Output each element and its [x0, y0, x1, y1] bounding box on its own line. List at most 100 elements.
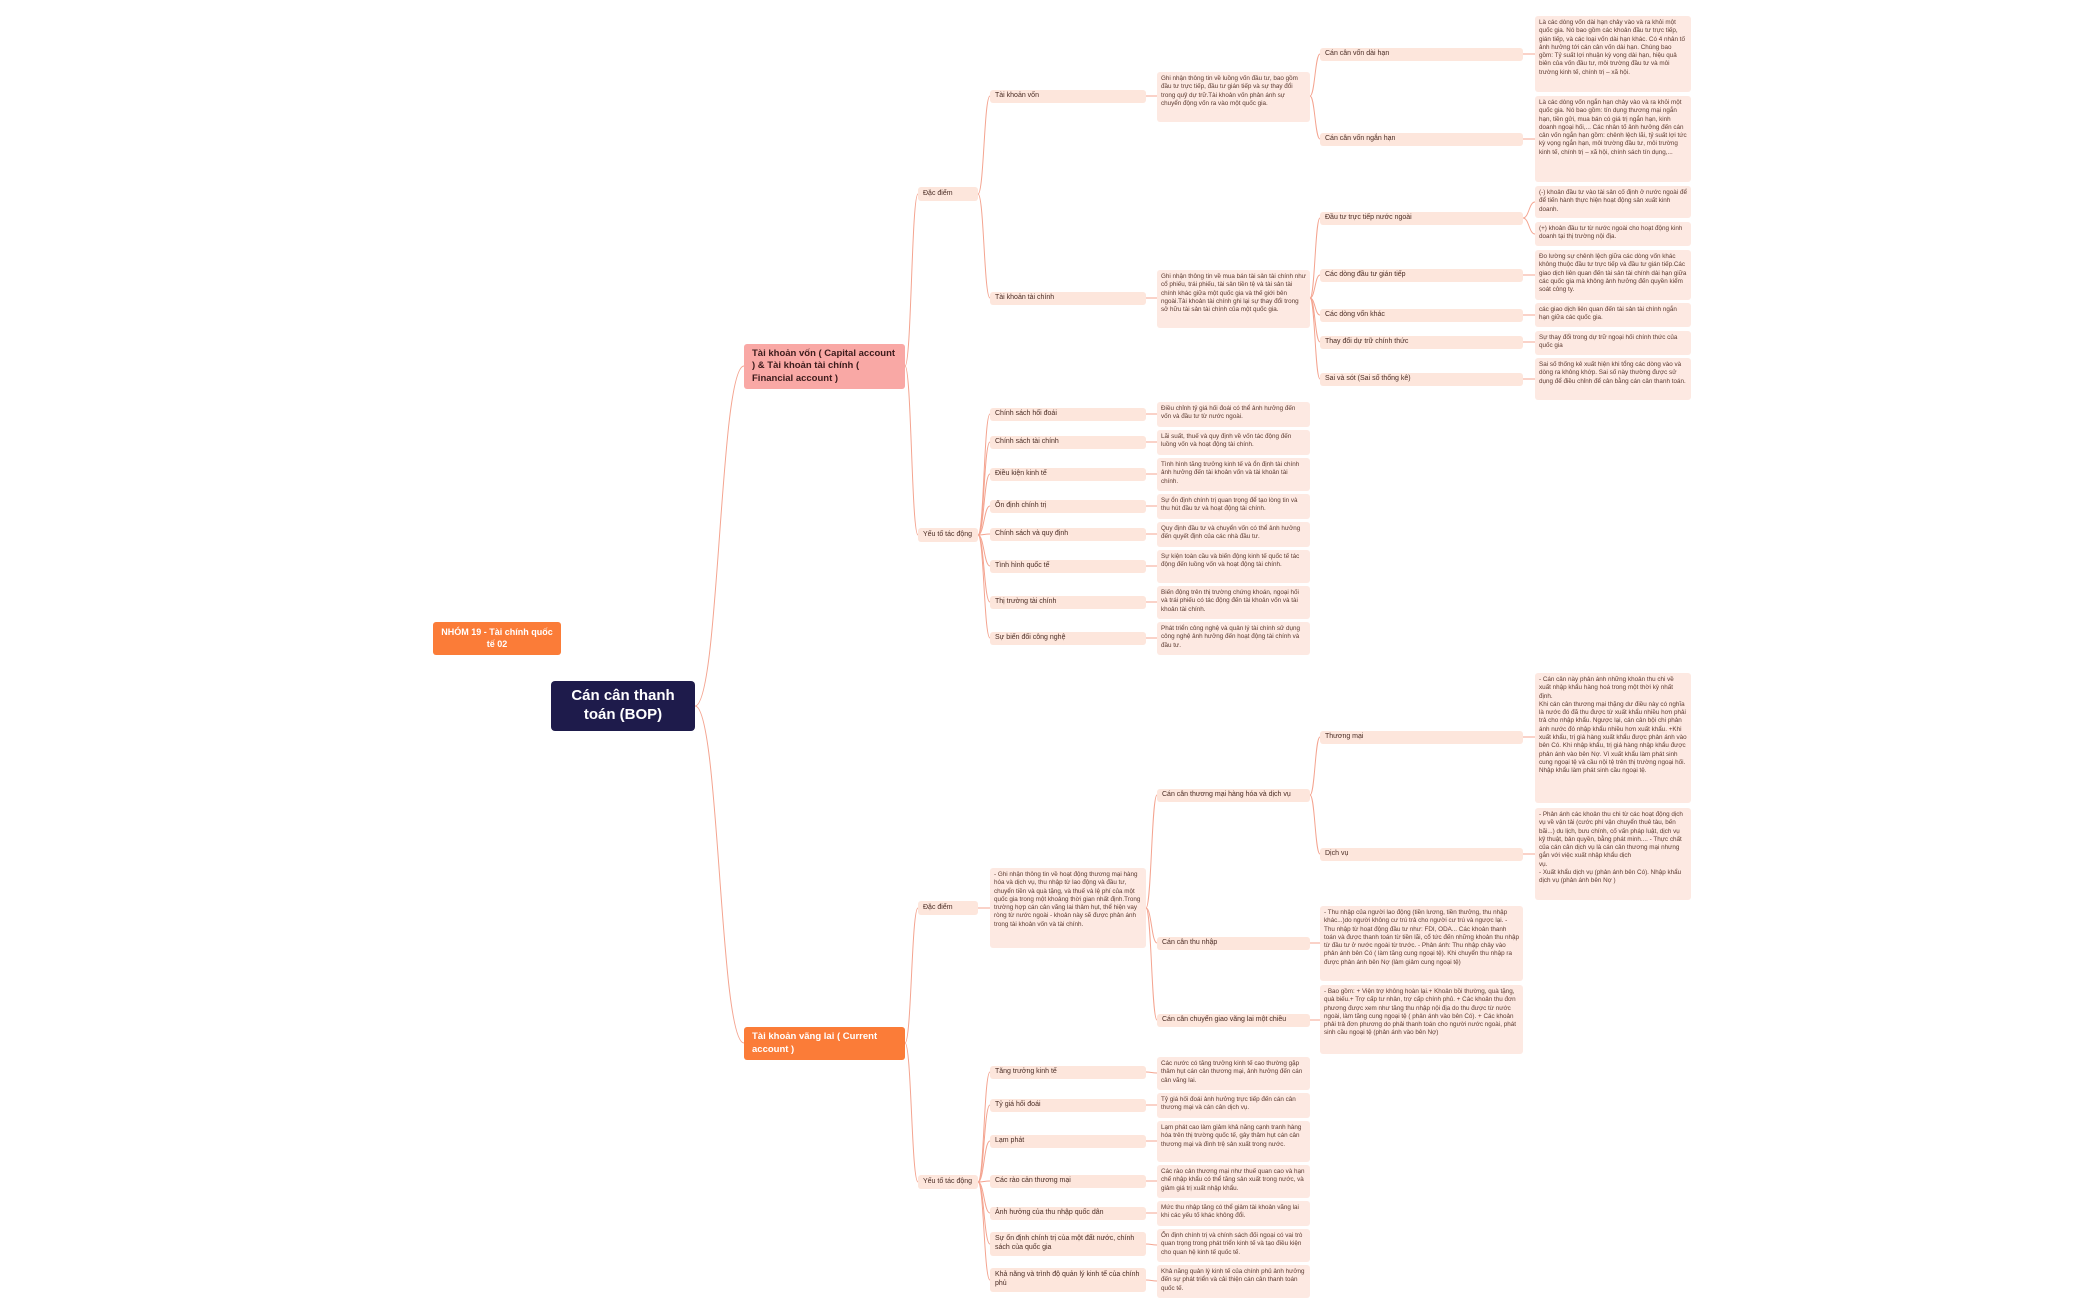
current-factor[interactable]: Lạm phát [990, 1135, 1146, 1148]
current-factor[interactable]: Sự ổn định chính trị của một đất nước, c… [990, 1232, 1146, 1256]
connector-line [977, 534, 991, 567]
connector-line [977, 193, 991, 299]
tk-von-node[interactable]: Tài khoản vốn [990, 90, 1146, 103]
connector-line [977, 1104, 991, 1183]
capital-factor-desc: Sự kiện toàn cầu và biến động kinh tế qu… [1157, 550, 1310, 583]
current-factor-desc: Ổn định chính trị và chính sách đối ngoạ… [1157, 1229, 1310, 1262]
current-factor-desc: Tỷ giá hối đoái ảnh hưởng trực tiếp đến … [1157, 1093, 1310, 1118]
connector-line [1145, 1279, 1158, 1282]
ngan-han-node[interactable]: Cán cân vốn ngắn hạn [1320, 133, 1523, 146]
thuong-mai-desc: - Cán cân này phản ánh những khoản thu c… [1535, 673, 1691, 803]
connector-line [977, 1181, 991, 1281]
fdi-node[interactable]: Đầu tư trực tiếp nước ngoài [1320, 212, 1523, 225]
connector-line [904, 365, 919, 536]
capital-factor[interactable]: Ổn định chính trị [990, 500, 1146, 513]
connector-line [1309, 297, 1321, 380]
current-factor-desc: Lạm phát cao làm giảm khả năng cạnh tran… [1157, 1121, 1310, 1162]
connector-line [1309, 95, 1321, 140]
connector-line [1522, 201, 1536, 219]
tk-tai-chinh-desc: Ghi nhận thông tin về mua bán tài sản tà… [1157, 270, 1310, 328]
capital-factor-desc: Biến động trên thị trường chứng khoán, n… [1157, 586, 1310, 619]
capital-factor[interactable]: Tình hình quốc tế [990, 560, 1146, 573]
capital-factor[interactable]: Chính sách và quy định [990, 528, 1146, 541]
current-dac-diem[interactable]: Đặc điểm [918, 901, 978, 915]
current-factor-desc: Khả năng quản lý kinh tế của chính phủ ả… [1157, 1265, 1310, 1298]
connector-line [1309, 217, 1321, 299]
connector-line [977, 473, 991, 536]
root-node[interactable]: Cán cân thanh toán (BOP) [551, 681, 695, 731]
connector-line [977, 505, 991, 536]
chuyen-giao-desc: - Bao gồm: + Viện trợ không hoàn lại.+ K… [1320, 985, 1523, 1054]
von-khac-node[interactable]: Các dòng vốn khác [1320, 309, 1523, 322]
connector-line [904, 193, 919, 367]
connector-line [977, 533, 991, 536]
dich-vu-desc: - Phản ánh các khoản thu chi từ các hoạt… [1535, 808, 1691, 900]
connector-line [977, 534, 991, 639]
capital-dac-diem[interactable]: Đặc điểm [918, 187, 978, 201]
tk-tai-chinh-node[interactable]: Tài khoản tài chính [990, 292, 1146, 305]
chuyen-giao-node[interactable]: Cán cân chuyển giao vãng lai một chiều [1157, 1014, 1310, 1027]
fdi-desc-2: (+) khoản đầu tư từ nước ngoài cho hoạt … [1535, 222, 1691, 246]
sai-so-node[interactable]: Sai và sót (Sai số thống kê) [1320, 373, 1523, 386]
connector-line [1309, 297, 1321, 343]
capital-factor-desc: Lãi suất, thuế và quy định về vốn tác độ… [1157, 430, 1310, 455]
connector-line [1522, 217, 1536, 235]
capital-yeu-to[interactable]: Yếu tố tác động [918, 528, 978, 542]
current-factor[interactable]: Khả năng và trình độ quản lý kinh tế của… [990, 1268, 1146, 1292]
connector-line [1145, 1243, 1158, 1246]
tk-von-desc: Ghi nhận thông tin về luồng vốn đầu tư, … [1157, 72, 1310, 122]
current-factor[interactable]: Ảnh hưởng của thu nhập quốc dân [990, 1207, 1146, 1220]
gian-tiep-node[interactable]: Các dòng đầu tư gián tiếp [1320, 269, 1523, 282]
gian-tiep-desc: Đo lường sự chênh lệch giữa các dòng vốn… [1535, 250, 1691, 300]
connector-line [977, 1140, 991, 1183]
connector-line [977, 534, 991, 603]
current-factor-desc: Các rào cản thương mại như thuế quan cao… [1157, 1165, 1310, 1198]
capital-factor[interactable]: Chính sách hối đoái [990, 408, 1146, 421]
connector-line [977, 95, 991, 195]
hang-hoa-node[interactable]: Cán cân thương mại hàng hóa và dịch vụ [1157, 789, 1310, 802]
capital-factor-desc: Điều chỉnh tỷ giá hối đoái có thể ảnh hư… [1157, 402, 1310, 427]
capital-account-node[interactable]: Tài khoản vốn ( Capital account ) & Tài … [744, 344, 905, 389]
dai-han-node[interactable]: Cán cân vốn dài hạn [1320, 48, 1523, 61]
capital-factor[interactable]: Điều kiện kinh tế [990, 468, 1146, 481]
capital-factor[interactable]: Thị trường tài chính [990, 596, 1146, 609]
dich-vu-node[interactable]: Dịch vụ [1320, 848, 1523, 861]
current-factor[interactable]: Tỷ giá hối đoái [990, 1099, 1146, 1112]
fdi-desc-1: (-) khoản đầu tư vào tài sản cố định ở n… [1535, 186, 1691, 218]
sai-so-desc: Sai số thống kê xuất hiện khi tổng các d… [1535, 358, 1691, 400]
connector-line [977, 1181, 991, 1214]
current-account-node[interactable]: Tài khoản vãng lai ( Current account ) [744, 1027, 905, 1060]
connector-line [1309, 736, 1321, 796]
current-factor-desc: Các nước có tăng trưởng kinh tế cao thườ… [1157, 1057, 1310, 1090]
thu-nhap-desc: - Thu nhập của người lao động (tiền lươn… [1320, 906, 1523, 981]
connector-line [1145, 1071, 1158, 1074]
current-yeu-to[interactable]: Yếu tố tác động [918, 1175, 978, 1189]
thu-nhap-node[interactable]: Cán cân thu nhập [1157, 937, 1310, 950]
connector-line [977, 1071, 991, 1183]
connector-line [1145, 907, 1158, 944]
connector-line [977, 441, 991, 536]
group-label: NHÓM 19 - Tài chính quốc tế 02 [433, 622, 561, 655]
connector-line [1309, 274, 1321, 299]
connector-line [977, 1180, 991, 1183]
du-tru-node[interactable]: Thay đổi dự trữ chính thức [1320, 336, 1523, 349]
connector-line [1145, 907, 1158, 1021]
connector-line [1145, 794, 1158, 909]
ngan-han-desc: Là các dòng vốn ngắn hạn chảy vào và ra … [1535, 96, 1691, 182]
du-tru-desc: Sự thay đổi trong dự trữ ngoại hối chính… [1535, 331, 1691, 355]
connector-line [1309, 794, 1321, 855]
capital-factor-desc: Phát triển công nghệ và quản lý tài chín… [1157, 622, 1310, 655]
capital-factor-desc: Tình hình tăng trưởng kinh tế và ổn định… [1157, 458, 1310, 491]
thuong-mai-node[interactable]: Thương mại [1320, 731, 1523, 744]
current-dac-diem-desc: - Ghi nhận thông tin về hoạt động thương… [990, 868, 1146, 948]
connector-line [904, 907, 919, 1044]
capital-factor-desc: Sự ổn định chính trị quan trọng để tạo l… [1157, 494, 1310, 519]
connector-line [904, 1042, 919, 1183]
capital-factor[interactable]: Sự biến đổi công nghệ [990, 632, 1146, 645]
current-factor[interactable]: Các rào cản thương mại [990, 1175, 1146, 1188]
current-factor[interactable]: Tăng trưởng kinh tế [990, 1066, 1146, 1079]
dai-han-desc: Là các dòng vốn dài hạn chảy vào và ra k… [1535, 16, 1691, 92]
connector-line [1309, 297, 1321, 316]
capital-factor[interactable]: Chính sách tài chính [990, 436, 1146, 449]
connector-line [694, 365, 745, 707]
